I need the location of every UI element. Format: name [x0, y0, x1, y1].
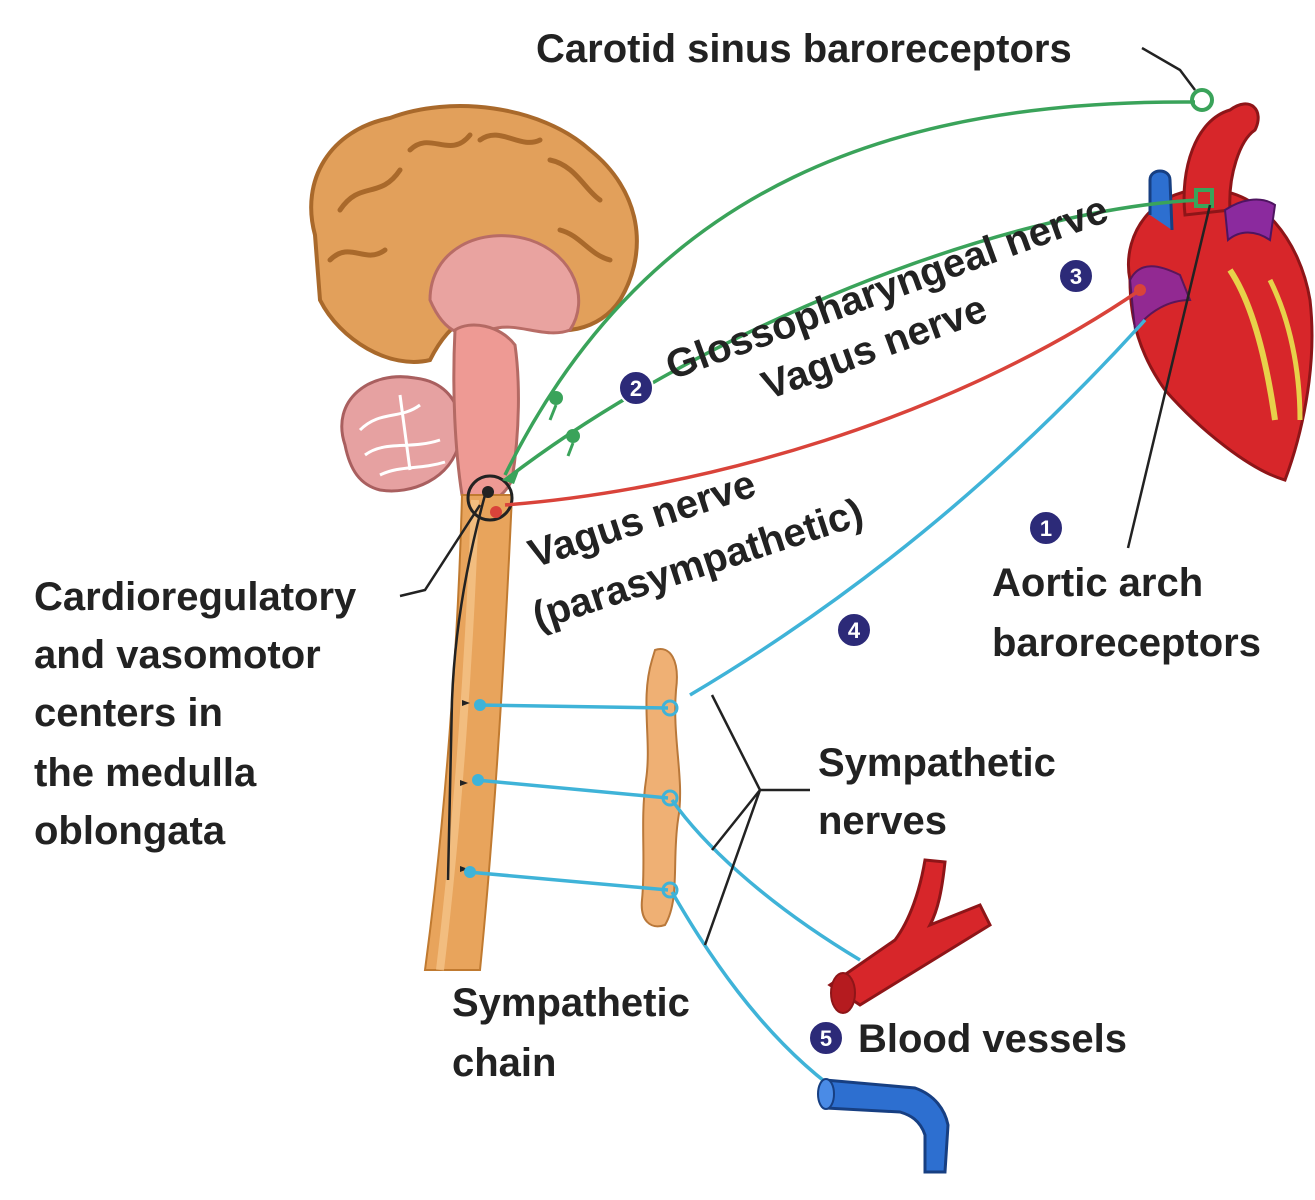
- label-sympathetic-nerves: Sympathetic nerves: [818, 741, 1056, 843]
- step-badge-1: 1: [1028, 510, 1064, 546]
- step-badge-3: 3: [1058, 258, 1094, 294]
- svg-text:3: 3: [1070, 264, 1082, 289]
- svg-text:5: 5: [820, 1026, 832, 1051]
- cardio-line-2: and vasomotor: [34, 633, 321, 677]
- cardio-line-1: Cardioregulatory: [34, 575, 357, 619]
- cardio-leader-line: [399, 504, 482, 598]
- carotid-leader-line: [1141, 46, 1196, 91]
- medulla-center-marker: [466, 474, 514, 522]
- svg-text:1: 1: [1040, 516, 1052, 541]
- cardio-line-4: the medulla: [34, 751, 257, 795]
- sympathetic-chain-shape: [640, 648, 682, 928]
- aortic-line-2: baroreceptors: [992, 621, 1261, 665]
- symp-nerves-line-1: Sympathetic: [818, 741, 1056, 785]
- vein-illustration: [817, 1078, 950, 1174]
- step-badge-5: 5: [808, 1020, 844, 1056]
- svg-text:2: 2: [630, 376, 642, 401]
- aortic-leader-line: [1126, 204, 1212, 549]
- glossopharyngeal-nerve-path: [503, 100, 1196, 476]
- carotid-sinus-site: [1190, 88, 1214, 112]
- label-carotid-sinus-baroreceptors: Carotid sinus baroreceptors: [536, 27, 1072, 71]
- vagus-parasympathetic-path: [504, 288, 1141, 507]
- brain-illustration: [309, 104, 639, 505]
- label-aortic-arch-baroreceptors: Aortic arch baroreceptors: [992, 561, 1261, 665]
- artery-illustration: [827, 858, 992, 1014]
- label-blood-vessels: Blood vessels: [858, 1017, 1127, 1061]
- descending-pathway: [446, 494, 487, 881]
- cardio-line-3: centers in: [34, 691, 223, 735]
- symp-chain-line-2: chain: [452, 1041, 556, 1085]
- aortic-arch-site: [1194, 188, 1214, 208]
- cardio-line-5: oblongata: [34, 809, 226, 853]
- sympathetic-heart-path: [689, 318, 1147, 697]
- label-cardioregulatory-centers: Cardioregulatory and vasomotor centers i…: [34, 575, 357, 853]
- vagus-sensory-path: [503, 198, 1199, 482]
- step-badge-2: 2: [618, 370, 654, 406]
- aortic-line-1: Aortic arch: [992, 561, 1203, 605]
- svg-text:4: 4: [848, 618, 861, 643]
- heart-illustration: [1127, 102, 1314, 482]
- symp-nerves-line-2: nerves: [818, 799, 947, 843]
- label-sympathetic-chain: Sympathetic chain: [452, 981, 690, 1085]
- symp-chain-line-1: Sympathetic: [452, 981, 690, 1025]
- step-badge-4: 4: [836, 612, 872, 648]
